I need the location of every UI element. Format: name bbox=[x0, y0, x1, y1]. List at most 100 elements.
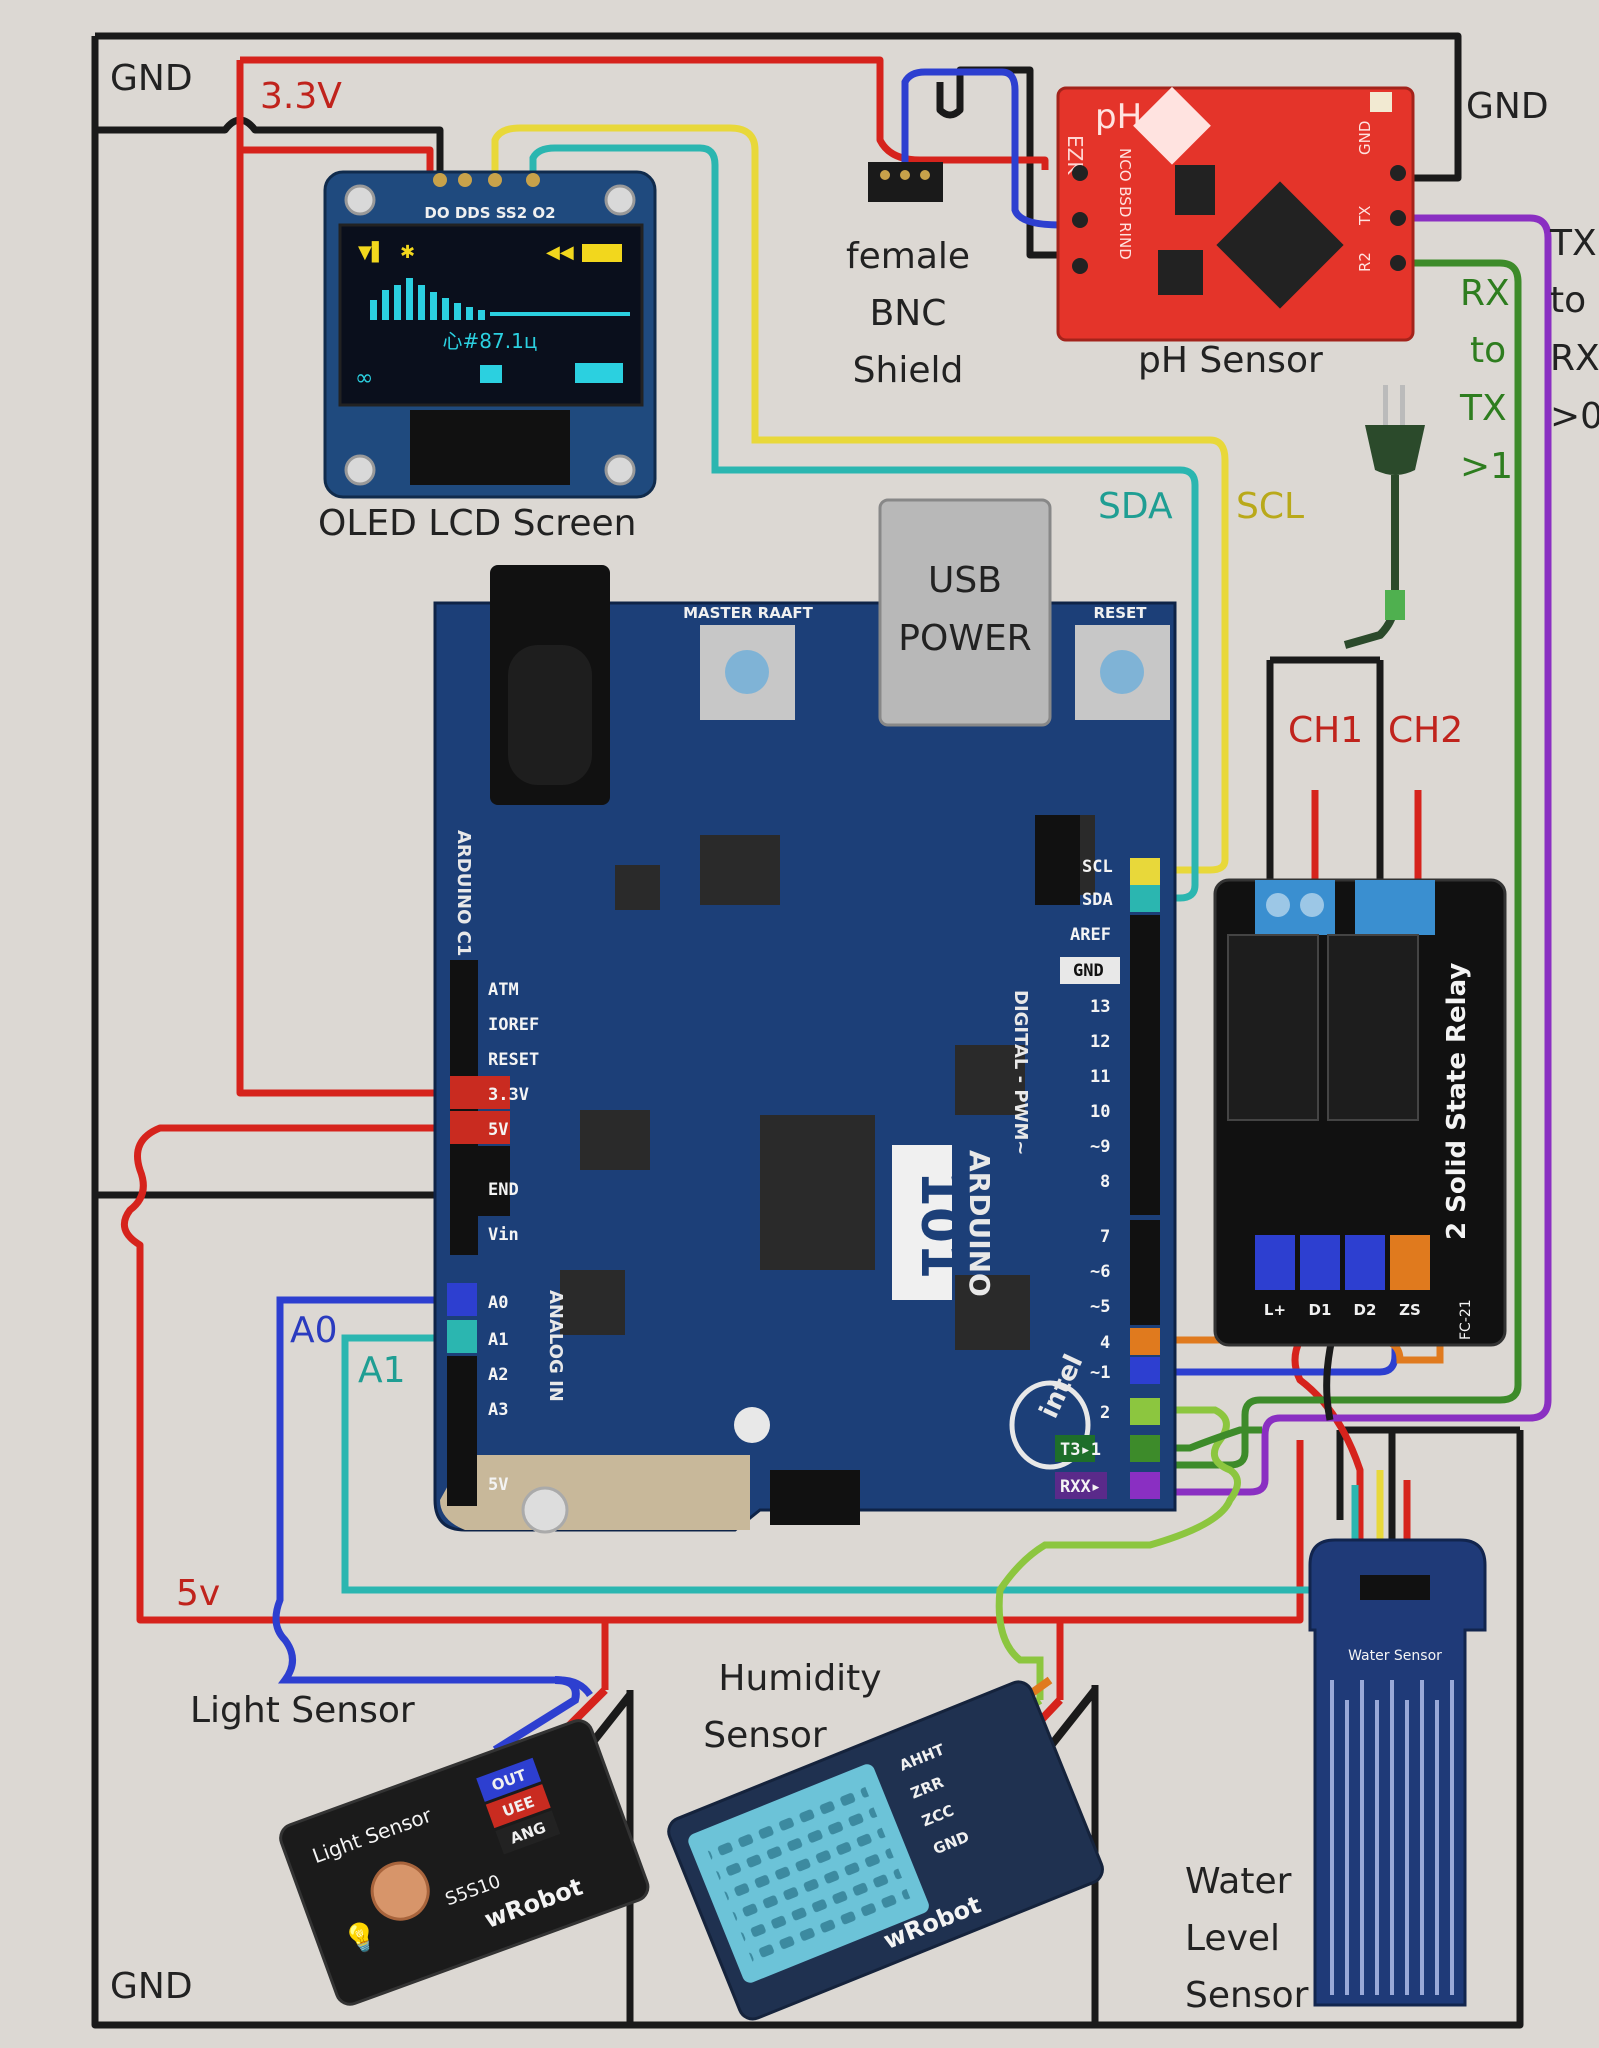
power-wires bbox=[120, 56, 1422, 1700]
antenna-area bbox=[440, 1455, 750, 1530]
label-ch1: CH1 bbox=[1288, 710, 1363, 751]
speaker-icon: ◀◀ bbox=[546, 242, 574, 263]
model-plate bbox=[892, 1145, 952, 1300]
wire-bnc-blue bbox=[901, 68, 1075, 229]
pin-sda: SDA bbox=[1082, 890, 1113, 910]
label-sda: SDA bbox=[1098, 486, 1173, 527]
oled-pin-labels: DO DDS SS2 O2 bbox=[424, 204, 555, 222]
pin-gnd: END bbox=[488, 1180, 519, 1200]
power-pin-labels: ATM IOREF RESET 3.3V 5V END Vin bbox=[488, 980, 539, 1245]
wire-scl bbox=[491, 124, 1229, 874]
pin-3v3: 3.3V bbox=[488, 1085, 529, 1105]
ph-board-title: pH bbox=[1095, 97, 1142, 137]
reset-label: RESET bbox=[1093, 604, 1147, 622]
label-a0: A0 bbox=[290, 1310, 338, 1351]
water-sensor-board: Water Sensor bbox=[1308, 1538, 1487, 2007]
wire-sda bbox=[529, 144, 1199, 902]
ph-logo-diamond bbox=[1133, 86, 1211, 165]
bluetooth-icon: ✱ bbox=[400, 242, 415, 263]
ac-plug bbox=[1343, 385, 1425, 649]
pin-atm: ATM bbox=[488, 980, 519, 1000]
oled-percent-box bbox=[575, 363, 623, 383]
label-humidity-1: Humidity bbox=[718, 1658, 881, 1699]
battery-icon bbox=[582, 244, 622, 262]
label-scl: SCL bbox=[1236, 486, 1304, 527]
wire-d1 bbox=[1148, 1426, 1262, 1452]
digital-header bbox=[1055, 858, 1160, 1499]
ph-pin-tx: TX bbox=[1356, 206, 1374, 226]
pin-12: 12 bbox=[1090, 1032, 1110, 1052]
master-reset-label: MASTER RAAFT bbox=[683, 604, 814, 622]
usb-port bbox=[878, 498, 1052, 727]
wire-tx bbox=[1148, 214, 1552, 1496]
pin-a2: A2 bbox=[488, 1365, 508, 1385]
relay-module: 2 Solid State Relay FC-21 L+ D1 D2 ZS bbox=[1213, 878, 1507, 1347]
label-water-1: Water bbox=[1185, 1861, 1292, 1902]
ph-pin-r2: R2 bbox=[1356, 252, 1374, 272]
label-gnd-top-right: GND bbox=[1466, 86, 1549, 127]
icsp-header bbox=[770, 1470, 860, 1525]
label-5v: 5v bbox=[176, 1573, 220, 1614]
humidity-sensor-board: AHHT ZRR ZCC GND wRobot bbox=[667, 1680, 1104, 2021]
relay-ch1-block bbox=[1227, 934, 1319, 1121]
label-gnd-bottom: GND bbox=[110, 1966, 193, 2007]
oled-center-icon bbox=[480, 365, 502, 383]
oled-module: DO DDS SS2 O2 ▼▌ ✱ ◀◀ 心#87.1ц ∞ bbox=[323, 170, 657, 499]
relay-terminal-ch2 bbox=[1355, 880, 1435, 935]
label-oled: OLED LCD Screen bbox=[318, 503, 636, 544]
water-sensor-traces bbox=[1330, 1680, 1454, 1995]
light-sensor-board: Light Sensor OUT UEE ANG S5S10 wRobot 💡 bbox=[279, 1719, 650, 2006]
wire-relay-water bbox=[1291, 1338, 1364, 1540]
ph-sensor-board: EZK pH NCO BSD RIND GND TX R2 bbox=[1056, 86, 1415, 342]
label-humidity-2: Sensor bbox=[703, 1715, 827, 1756]
pin-8: 8 bbox=[1100, 1172, 1110, 1192]
label-tx-2: to bbox=[1550, 280, 1586, 321]
pin-a3: A3 bbox=[488, 1400, 508, 1420]
pin-1: ~1 bbox=[1090, 1363, 1110, 1383]
label-ch2: CH2 bbox=[1388, 710, 1463, 751]
ph-chip-2 bbox=[1158, 250, 1203, 295]
oled-bar-graph bbox=[370, 278, 630, 320]
pin-vin: Vin bbox=[488, 1225, 519, 1245]
label-bnc-1: female bbox=[846, 236, 970, 277]
label-gnd-top-left: GND bbox=[110, 58, 193, 99]
label-tx-1: TX bbox=[1549, 223, 1597, 264]
relay-ch2-block bbox=[1327, 934, 1419, 1121]
label-a1: A1 bbox=[358, 1350, 406, 1391]
wire-light-blue bbox=[492, 1676, 580, 1754]
arduino-brand: ARDUINO bbox=[963, 1150, 996, 1297]
wire-3v3-left bbox=[236, 60, 450, 1097]
analog-pin-labels: A0 A1 A2 A3 5V bbox=[488, 1293, 508, 1495]
digital-label: DIGITAL - PWM~ bbox=[1010, 990, 1031, 1155]
wire-3v3-oled bbox=[240, 146, 434, 178]
label-3v3: 3.3V bbox=[260, 76, 342, 117]
pin-aref: AREF bbox=[1070, 925, 1111, 945]
gnd-frame-top bbox=[95, 32, 1462, 182]
oled-flex-cable bbox=[410, 410, 570, 485]
label-rx-3: TX bbox=[1459, 388, 1507, 429]
label-water-2: Level bbox=[1185, 1918, 1280, 1959]
label-ph-sensor: pH Sensor bbox=[1138, 340, 1323, 381]
pin-9: ~9 bbox=[1090, 1137, 1110, 1157]
relay-pin-2: D1 bbox=[1309, 1301, 1332, 1319]
diagram-labels: GND 3.3V GND OLED LCD Screen female BNC … bbox=[110, 58, 1599, 2016]
pin-11: 11 bbox=[1090, 1067, 1110, 1087]
pin-a0: A0 bbox=[488, 1293, 508, 1313]
bluetooth-logo bbox=[734, 1407, 770, 1443]
infinity-icon: ∞ bbox=[355, 366, 373, 391]
bnc-connector bbox=[868, 162, 943, 202]
pin-ioref: IOREF bbox=[488, 1015, 539, 1035]
icsp-top bbox=[1035, 815, 1080, 905]
wire-5v-loop bbox=[120, 1124, 1304, 1624]
relay-pin-4: ZS bbox=[1399, 1301, 1421, 1319]
model-number: 101 bbox=[909, 1171, 969, 1280]
label-tx-3: RX bbox=[1550, 338, 1599, 379]
pin-scl: SCL bbox=[1082, 857, 1113, 877]
pin-5v-analog: 5V bbox=[488, 1475, 508, 1495]
ph-chip-small bbox=[1175, 165, 1215, 215]
pin-10: 10 bbox=[1090, 1102, 1110, 1122]
label-bnc-3: Shield bbox=[853, 350, 964, 391]
pin-7: 7 bbox=[1100, 1227, 1110, 1247]
